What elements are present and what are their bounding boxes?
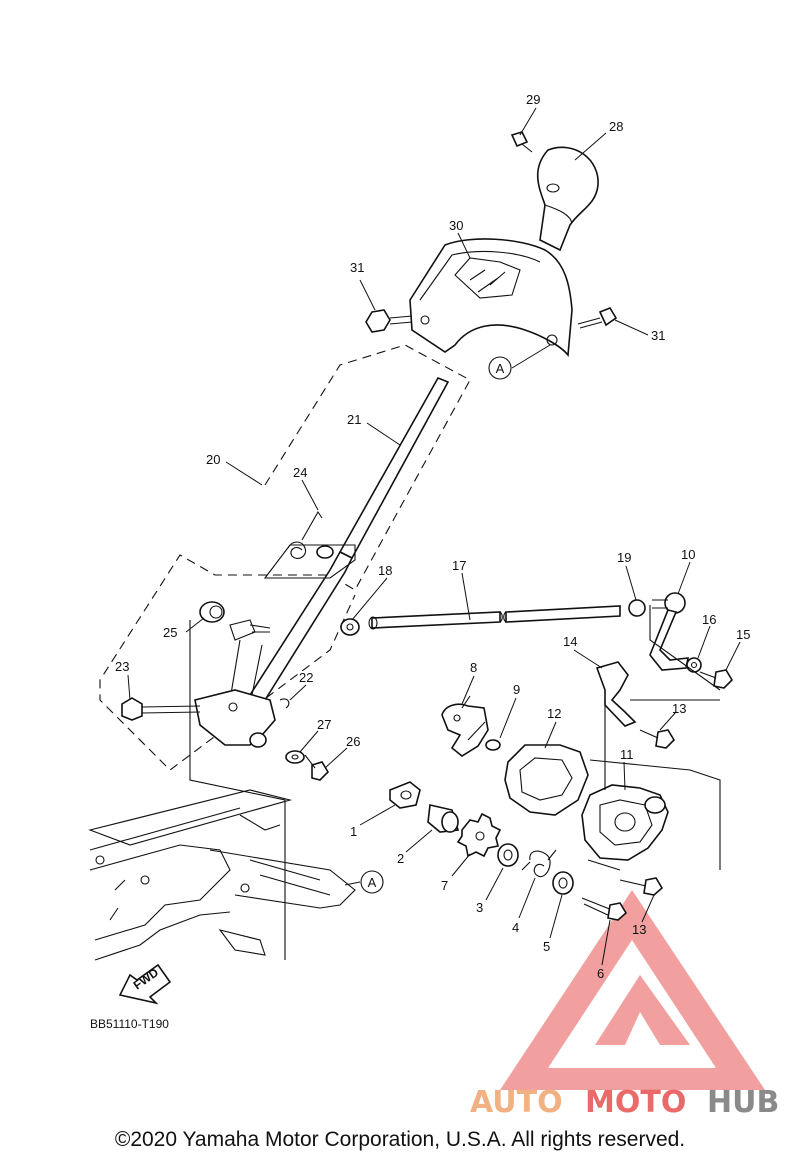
- callout-23: 23: [115, 659, 129, 674]
- callout-6: 6: [597, 966, 604, 981]
- fwd-arrow: FWD: [118, 963, 172, 1005]
- callout-22: 22: [299, 670, 313, 685]
- callout-27: 27: [317, 717, 331, 732]
- clip-22: [279, 698, 290, 709]
- automotohub-wordmark: AUTO MOTO HUB: [470, 1085, 779, 1120]
- callout-31-left: 31: [350, 260, 364, 275]
- cover-bolt-left: [365, 309, 413, 333]
- callout-26: 26: [346, 734, 360, 749]
- callout-2: 2: [397, 851, 404, 866]
- shift-knob: [536, 146, 599, 252]
- bolt-6: [581, 897, 628, 921]
- callout-10: 10: [681, 547, 695, 562]
- callout-29: 29: [526, 92, 540, 107]
- spring-4: [521, 849, 557, 878]
- wordmark-auto: AUTO: [470, 1085, 563, 1120]
- callout-13-upper: 13: [672, 701, 686, 716]
- gasket-12: [504, 744, 589, 816]
- svg-text:A: A: [496, 361, 505, 376]
- washer-27: [285, 750, 305, 764]
- connection-lines: [189, 605, 721, 960]
- bolt-15: [699, 669, 734, 689]
- collar-19: [628, 599, 646, 617]
- marker-a-lower: A: [344, 870, 384, 894]
- callout-13-lower: 13: [632, 922, 646, 937]
- callout-14: 14: [563, 634, 577, 649]
- assembly-outline-dashed: [99, 344, 471, 771]
- bushing-25: [199, 601, 225, 623]
- bolt-13-lower: [619, 877, 664, 896]
- shift-arm: [649, 592, 689, 671]
- bolt-23: [121, 697, 201, 721]
- torsion-spring: [287, 510, 334, 559]
- callout-21: 21: [347, 412, 361, 427]
- callout-16: 16: [702, 612, 716, 627]
- shift-lever-rod: [229, 376, 450, 706]
- callout-9: 9: [513, 682, 520, 697]
- callout-12: 12: [547, 706, 561, 721]
- bolt-26: [304, 754, 330, 781]
- svg-text:A: A: [368, 875, 377, 890]
- star-gear-7: [456, 812, 502, 858]
- washer-3: [497, 843, 519, 867]
- cover-bolt-right: [577, 307, 618, 329]
- callout-24: 24: [293, 465, 307, 480]
- callout-15: 15: [736, 627, 750, 642]
- lever-bracket: [194, 619, 276, 748]
- washer-16: [686, 657, 702, 673]
- shift-shaft: [368, 605, 621, 630]
- shift-gate-cover: [409, 238, 573, 358]
- marker-a-upper: A: [488, 344, 551, 380]
- callout-28: 28: [609, 119, 623, 134]
- housing-11: [581, 784, 669, 861]
- automotohub-logo: [500, 890, 765, 1090]
- callout-11: 11: [620, 747, 634, 762]
- callout-20: 20: [206, 452, 220, 467]
- cam-1: [389, 781, 421, 809]
- callout-18: 18: [378, 563, 392, 578]
- knob-screw: [510, 131, 533, 153]
- callout-1: 1: [350, 824, 357, 839]
- callout-8: 8: [470, 660, 477, 675]
- wordmark-moto: MOTO: [585, 1085, 686, 1120]
- spring-bracket-box: [263, 544, 356, 579]
- chassis-frame: [88, 789, 356, 961]
- copyright-notice: ©2020 Yamaha Motor Corporation, U.S.A. A…: [114, 1128, 686, 1151]
- leader-lines: [127, 107, 741, 966]
- callout-17: 17: [452, 558, 466, 573]
- callout-19: 19: [617, 550, 631, 565]
- bolt-13-upper: [639, 729, 676, 749]
- callout-31-right: 31: [651, 328, 665, 343]
- callout-30: 30: [449, 218, 463, 233]
- callout-5: 5: [543, 939, 550, 954]
- washer-5: [552, 871, 574, 895]
- collar-2: [427, 804, 460, 833]
- callout-labels: 1 2 3 4 5 6 7 8 9 10 11 12 13 13 14 15 1…: [115, 92, 750, 981]
- bracket-14: [595, 661, 637, 727]
- sector-gear-8: [441, 695, 489, 757]
- wordmark-hub: HUB: [707, 1085, 779, 1120]
- collar-18: [340, 618, 360, 636]
- callout-7: 7: [441, 878, 448, 893]
- callout-4: 4: [512, 920, 519, 935]
- callout-25: 25: [163, 625, 177, 640]
- diagram-reference-code: BB51110-T190: [90, 1017, 169, 1031]
- o-ring-9: [485, 739, 501, 751]
- callout-3: 3: [476, 900, 483, 915]
